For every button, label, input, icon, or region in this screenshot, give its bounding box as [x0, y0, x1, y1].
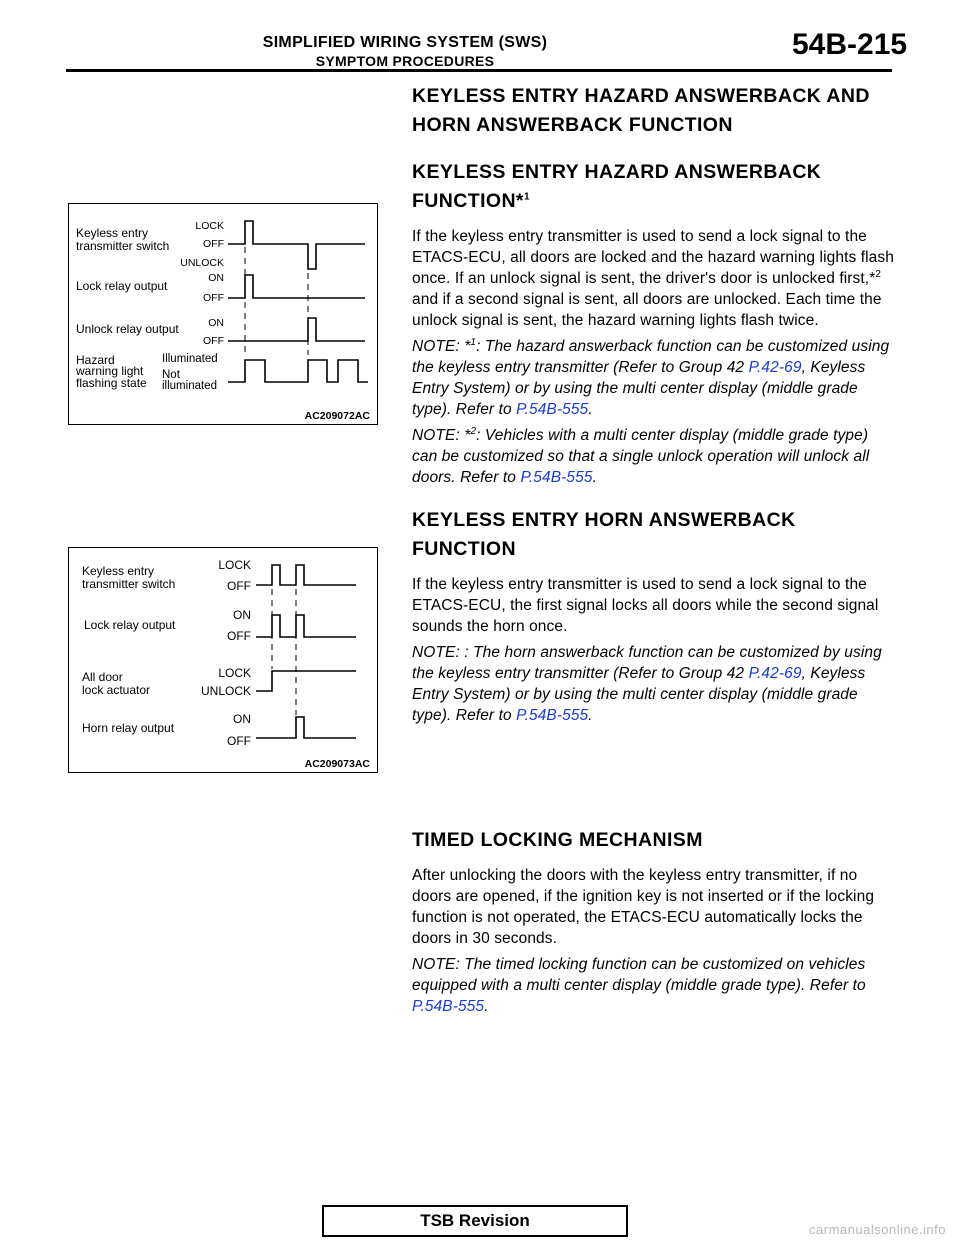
- fig2-horn-on: ON: [233, 712, 251, 726]
- hazard-note-1: NOTE: *1: The hazard answerback function…: [412, 336, 890, 418]
- fig1-label-unlock-relay: Unlock relay output: [76, 322, 179, 336]
- fig1-unlock-relay-on: ON: [208, 317, 224, 329]
- fig2-wave-actuator: [256, 670, 356, 692]
- fig2-lock-relay-on: ON: [233, 608, 251, 622]
- hazard-heading: KEYLESS ENTRY HAZARD ANSWERBACK FUNCTION…: [412, 161, 822, 212]
- link-p42-69[interactable]: P.42-69: [748, 665, 802, 682]
- fig2-actuator-lock: LOCK: [218, 666, 251, 680]
- link-p54b-555[interactable]: P.54B-555: [520, 469, 593, 486]
- hazard-note-2: NOTE: *2: Vehicles with a multi center d…: [412, 425, 870, 486]
- fig1-label-lock-relay: Lock relay output: [76, 279, 168, 293]
- fig2-state-lock: LOCK: [218, 558, 251, 572]
- fig2-id: AC209073AC: [305, 758, 371, 770]
- header-rule: [66, 69, 892, 72]
- fig2-state-off: OFF: [227, 579, 251, 593]
- fig1-label-hazard-1: Hazard: [76, 353, 115, 367]
- horn-timing-svg: Keyless entry transmitter switch Lock re…: [68, 547, 378, 773]
- fig2-actuator-unlock: UNLOCK: [201, 684, 251, 698]
- fig2-label-lock-relay: Lock relay output: [84, 618, 176, 632]
- fig1-hazard-illuminated: Illuminated: [162, 353, 218, 365]
- watermark: carmanualsonline.info: [809, 1222, 946, 1237]
- timed-note: NOTE: The timed locking function can be …: [412, 956, 866, 1015]
- section-subtitle: SYMPTOM PROCEDURES: [315, 53, 495, 69]
- page-number: 54B-215: [792, 28, 908, 61]
- fig2-horn-off: OFF: [227, 734, 251, 748]
- spacer: [412, 726, 896, 826]
- fig1-label-hazard-3: flashing state: [76, 376, 147, 390]
- fig1-state-unlock: UNLOCK: [180, 257, 224, 269]
- fig1-lock-relay-on: ON: [208, 272, 224, 284]
- fig2-label-horn-relay: Horn relay output: [82, 721, 175, 735]
- fig1-wave-hazard: [228, 359, 368, 383]
- fig1-wave-unlock-relay: [228, 317, 365, 342]
- fig1-wave-keyless: [228, 220, 365, 270]
- fig2-label-keyless-2: transmitter switch: [82, 577, 175, 591]
- fig2-wave-keyless: [256, 564, 356, 586]
- tsb-revision-box: TSB Revision: [322, 1205, 628, 1237]
- link-p54b-555[interactable]: P.54B-555: [516, 707, 589, 724]
- timed-heading: TIMED LOCKING MECHANISM: [412, 829, 703, 851]
- link-p54b-555[interactable]: P.54B-555: [516, 401, 589, 418]
- horn-body: If the keyless entry transmitter is used…: [412, 576, 879, 635]
- fig1-unlock-relay-off: OFF: [203, 335, 224, 347]
- fig1-state-lock: LOCK: [195, 220, 224, 232]
- link-p54b-555[interactable]: P.54B-555: [412, 998, 485, 1015]
- fig1-hazard-not: Not: [162, 369, 181, 381]
- fig1-label-hazard-2: warning light: [75, 364, 144, 378]
- fig2-label-actuator-2: lock actuator: [82, 683, 150, 697]
- horn-timing-diagram: Keyless entry transmitter switch Lock re…: [68, 547, 378, 773]
- link-p42-69[interactable]: P.42-69: [748, 359, 802, 376]
- fig2-wave-horn: [256, 716, 356, 739]
- section-title: SIMPLIFIED WIRING SYSTEM (SWS): [262, 34, 548, 51]
- hazard-body: If the keyless entry transmitter is used…: [412, 228, 894, 329]
- hazard-timing-svg: Keyless entry transmitter switch Lock re…: [68, 203, 378, 425]
- horn-note: NOTE: : The horn answerback function can…: [412, 644, 882, 724]
- fig1-label-keyless-1: Keyless entry: [76, 226, 148, 240]
- fig1-state-off: OFF: [203, 238, 224, 250]
- fig1-hazard-not-illuminated: illuminated: [162, 380, 217, 392]
- fig1-wave-lock-relay: [228, 274, 365, 299]
- fig2-label-keyless-1: Keyless entry: [82, 564, 154, 578]
- tsb-revision-label: TSB Revision: [420, 1211, 530, 1230]
- content-column: KEYLESS ENTRY HAZARD ANSWERBACK AND HORN…: [412, 80, 896, 1017]
- hazard-timing-diagram: Keyless entry transmitter switch Lock re…: [68, 203, 378, 425]
- main-heading: KEYLESS ENTRY HAZARD ANSWERBACK AND HORN…: [412, 85, 870, 136]
- fig1-label-keyless-2: transmitter switch: [76, 239, 169, 253]
- timed-body: After unlocking the doors with the keyle…: [412, 867, 875, 947]
- fig1-id: AC209072AC: [305, 410, 371, 422]
- fig1-lock-relay-off: OFF: [203, 292, 224, 304]
- horn-heading: KEYLESS ENTRY HORN ANSWERBACK FUNCTION: [412, 509, 796, 560]
- fig2-label-actuator-1: All door: [82, 670, 123, 684]
- fig2-lock-relay-off: OFF: [227, 629, 251, 643]
